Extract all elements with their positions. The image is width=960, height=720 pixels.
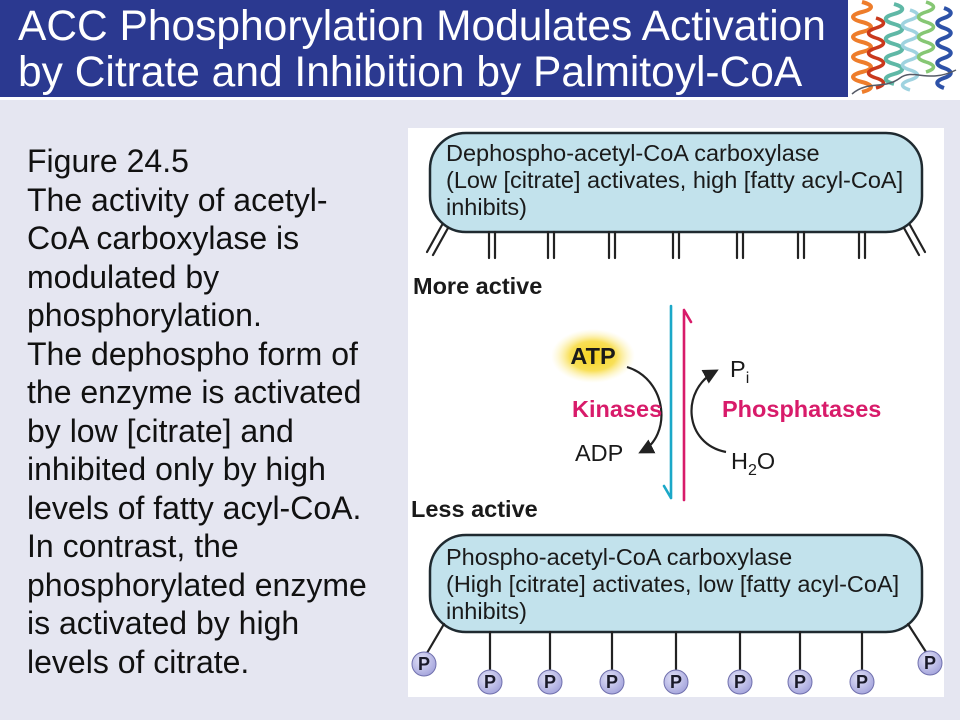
adp-label: ADP [575,440,623,466]
helix-ribbon-pale [900,8,920,92]
kinase-reaction: ATP Kinases ADP [551,329,663,466]
phosphate-product-label: Pi [730,356,749,387]
kinase-direction-arrow [662,304,673,500]
phosphate-circle [663,669,689,695]
atp-glow [551,329,635,383]
phosphate-circle [849,669,875,695]
phosphate-circle [917,650,943,676]
more-active-label: More active [413,273,542,299]
phosphate-group: P [663,669,689,695]
caption-line: the enzyme is activated [27,374,362,410]
phosphate-label: P [794,672,806,692]
corner-residue-leg [908,223,927,254]
phospho-enzyme-regulation: (High [citrate] activates, low [fatty ac… [446,571,899,597]
phosphate-product-main: P [730,356,746,382]
caption-figure-number: Figure 24.5 [27,143,189,179]
caption-line: In contrast, the [27,528,239,564]
phosphate-group: P [787,669,813,695]
caption-line: inhibited only by high [27,451,326,487]
title-separator [0,97,960,100]
phosphatase-reaction: Pi Phosphatases H2O [690,356,881,479]
phosphate-label: P [544,672,556,692]
phosphate-group: P [537,669,563,695]
interconversion-arrows [662,304,693,502]
phospho-leg [906,622,928,654]
phosphatases-label: Phosphatases [722,396,881,422]
phosphate-circle [787,669,813,695]
corner-residue-leg [902,226,921,257]
corner-residue-leg [431,226,450,257]
phosphatase-curved-arrow [690,369,727,454]
phosphate-label: P [734,672,746,692]
less-active-label: Less active [411,496,538,522]
caption-line: The dephospho form of [27,335,358,372]
phosphate-circle [599,669,625,695]
dephospho-residue-legs [425,223,927,260]
title-bar: ACC Phosphorylation Modulates Activation… [0,0,848,97]
phosphatase-direction-arrow [682,308,693,502]
caption-line: The activity of acetyl- [27,181,328,218]
phosphate-circle [411,651,437,677]
caption-line: levels of fatty acyl-CoA. [27,489,362,526]
phospho-enzyme-regulation-cont: inhibits) [446,598,527,624]
kinases-label: Kinases [572,396,662,422]
phospho-residue-legs [425,622,928,672]
caption-line: modulated by [27,258,220,295]
phospho-leg [425,622,446,655]
caption-line: by low [citrate] and [27,412,294,449]
slide-title-line-2: by Citrate and Inhibition by Palmitoyl-C… [18,49,803,96]
water-main: H [731,448,748,474]
phosphate-group: P [917,650,943,676]
loop-strand [851,69,957,95]
dephospho-enzyme-regulation-cont: inhibits) [446,194,527,220]
phosphate-group: P [411,651,437,677]
phosphate-product-subscript: i [746,370,750,387]
dephospho-enzyme: Dephospho-acetyl-CoA carboxylase (Low [c… [428,131,924,234]
phosphate-label: P [606,672,618,692]
phosphate-label: P [856,672,868,692]
phosphate-group: P [727,669,753,695]
phosphate-circle [727,669,753,695]
phosphate-label: P [924,653,936,673]
helix-ribbon-orange [851,0,873,94]
water-subscript: 2 [748,462,757,479]
phosphate-label: P [418,654,430,674]
phosphate-group: P [849,669,875,695]
dephospho-enzyme-box [428,131,924,234]
phospho-enzyme-name: Phospho-acetyl-CoA carboxylase [446,544,792,570]
caption-line: levels of citrate. [27,643,250,680]
water-label: H2O [731,448,775,479]
dephospho-enzyme-name: Dephospho-acetyl-CoA carboxylase [446,140,820,166]
phosphate-circle [477,669,503,695]
caption-line: is activated by high [27,605,300,641]
helix-ribbon-blue [935,6,953,90]
water-tail: O [757,448,775,474]
phosphate-label: P [484,672,496,692]
caption-line: phosphorylation. [27,297,262,333]
slide-title: ACC Phosphorylation Modulates Activation… [0,0,848,96]
acc-regulation-diagram: Dephospho-acetyl-CoA carboxylase (Low [c… [408,128,944,697]
helix-ribbon-teal [883,2,905,86]
phosphate-group: P [477,669,503,695]
protein-ribbon-icon [848,0,960,97]
protein-structure-image [848,0,960,97]
helix-ribbon-red [866,16,886,90]
phosphate-label: P [670,672,682,692]
dephospho-enzyme-regulation: (Low [citrate] activates, high [fatty ac… [446,167,903,193]
phospho-enzyme: Phospho-acetyl-CoA carboxylase (High [ci… [428,533,924,634]
phosphate-groups: P P P P P P P P [411,650,943,695]
slide-title-line-1: ACC Phosphorylation Modulates Activation [18,3,826,50]
caption-line: phosphorylated enzyme [27,566,367,603]
corner-residue-leg [425,223,444,254]
helix-ribbon-green [916,0,936,74]
atp-label: ATP [570,343,615,369]
kinase-curved-arrow [626,365,663,454]
figure-caption: Figure 24.5 The activity of acetyl- CoA … [27,142,397,681]
phosphate-group: P [599,669,625,695]
caption-line: CoA carboxylase is [27,220,300,256]
phosphate-circle [537,669,563,695]
